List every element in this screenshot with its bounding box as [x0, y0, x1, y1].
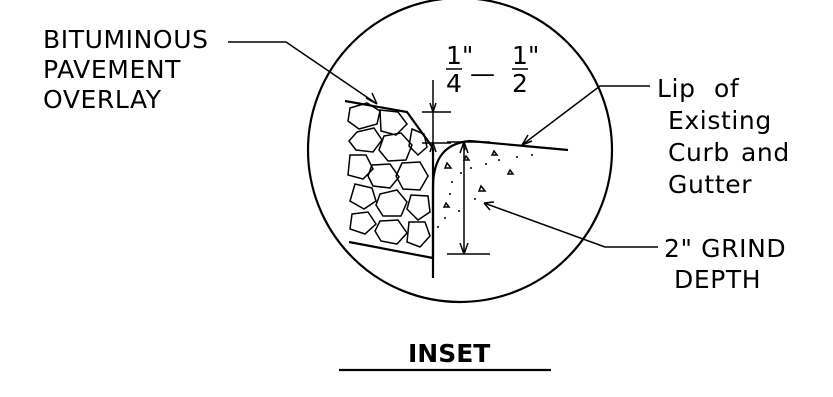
grind-leader-arrow [483, 201, 495, 211]
lip-label-line-1: Lip [657, 74, 696, 103]
lip-label-line-4: Gutter [668, 170, 752, 199]
curb-face-and-top [431, 139, 569, 278]
pavement-overlay-top-edge [344, 99, 434, 149]
overlay-leader-arrow [365, 92, 378, 105]
overlay-label-line-1: BITUMINOUS [43, 25, 209, 54]
overlay-thickness-dimension [422, 80, 451, 153]
grind-depth-callout: 2" GRIND DEPTH [664, 234, 786, 294]
fraction-1-numerator: 1" [446, 41, 473, 70]
fraction-2-numerator: 1" [512, 41, 539, 70]
fraction-dash: — [470, 59, 495, 88]
aggregate-rocks [347, 102, 431, 248]
inset-title: INSET [408, 339, 490, 368]
bituminous-overlay-callout: BITUMINOUS PAVEMENT OVERLAY [43, 25, 209, 114]
grind-depth-dimension [447, 141, 490, 255]
grind-label-line-1: 2" GRIND [664, 234, 786, 263]
lip-label-line-3: Curb [668, 138, 730, 167]
fraction-2-denominator: 2 [512, 69, 528, 98]
pavement-overlay-bottom-edge [348, 240, 434, 260]
lip-label-line-3-word-2: and [741, 138, 790, 167]
grind-label-line-2: DEPTH [674, 265, 761, 294]
concrete-stipple [437, 149, 533, 228]
lip-label-line-1-word-2: of [714, 74, 740, 103]
overlay-label-line-2: PAVEMENT [43, 55, 181, 84]
detail-circle [306, 0, 614, 304]
lip-leader [521, 85, 650, 146]
overlay-leader [228, 41, 378, 105]
lip-callout: Lip of Existing Curb and Gutter [657, 74, 790, 199]
fraction-1-denominator: 4 [446, 69, 462, 98]
dimension-fraction-text: 1" 4 — 1" 2 [446, 41, 539, 98]
lip-label-line-2: Existing [668, 106, 772, 135]
lip-leader-arrow [521, 134, 533, 146]
overlay-label-line-3: OVERLAY [43, 85, 162, 114]
grind-leader [483, 202, 658, 248]
